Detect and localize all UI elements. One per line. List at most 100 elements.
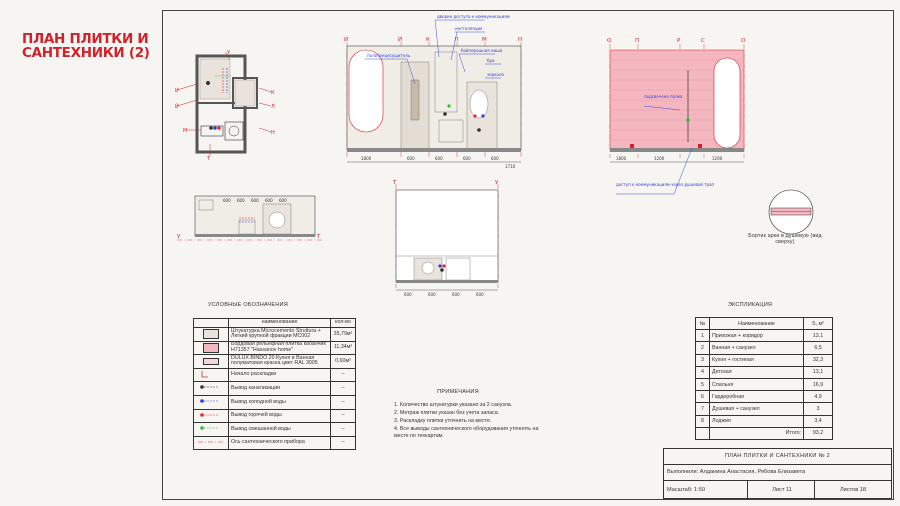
legend-row-qty: – [330,394,356,410]
legend-row-name: DULUX BINDO 20 Кухня и Ванная полуматова… [228,354,331,369]
dim-text: 1200 [712,156,723,161]
paint-swatch [203,357,219,365]
legend-row-qty: 35,79м² [330,327,356,342]
hot-water-icon [200,412,218,417]
axis-letter: О [741,38,746,44]
callout-text: подсвечена полка [644,94,683,99]
axis-letter: Т [392,180,397,186]
callout-text: бра [487,58,495,63]
legend-row-name: Вывод холодной воды [228,394,331,410]
plan-mark: Т [206,156,211,162]
elevation-4: Т У 600 600 600 600 [392,180,499,297]
callout-text: дверки доступа к коммуникациям [437,14,510,19]
axis-letter: У [495,180,499,186]
notes-title: ПРИМЕЧАНИЯ [437,389,479,395]
legend-row-name: Бордовая рельефная плитка кабанчик Н7135… [228,340,331,356]
dim-text: 600 [279,198,287,203]
callout-text: зеркало [487,72,505,77]
legend-title: УСЛОВНЫЕ ОБОЗНАЧЕНИЯ [207,302,289,308]
dim-text: 600 [452,292,460,297]
axis-letter: И [344,37,348,43]
legend-row: Вывод холодной воды – [193,394,356,410]
stucco-swatch [203,329,219,340]
dim-text: 1710 [505,164,516,169]
mixed-water-icon [200,426,218,431]
plan-mark: М [183,128,187,134]
explication-title: ЭКСПЛИКАЦИЯ [727,302,773,308]
dim-text: 600 [237,198,245,203]
plan-mark: Й [175,103,179,110]
dim-text: 600 [428,292,436,297]
dim-text: 600 [265,198,273,203]
arch-border-detail [768,189,814,235]
axis-letter: К [426,37,430,43]
legend-row: Вывод горячей воды – [193,408,356,424]
plan-mark: Л [271,104,275,110]
sewer-outlet-icon [200,385,218,390]
legend-row-name: Вывод канализации [228,381,331,396]
callout-text: инсталляция [455,26,483,31]
axis-letter: Л [454,37,458,43]
plan-mark: К [271,90,275,96]
layout-start-icon [201,370,208,378]
legend-row: Бордовая рельефная плитка кабанчик Н7135… [193,340,356,356]
stamp-authors: Выполнили: Алданина Анастасия, Рябова Ел… [664,464,891,481]
axis-letter: О [607,38,612,44]
legend-row: Ось сантехнического прибора – [193,435,356,451]
axis-letter: С [701,38,705,44]
axis-letter: Й [398,36,402,43]
elevation-1: И Й К Л М Н дверки доступа к коммуникаци… [344,14,522,169]
note-item: 1. Количество штукатурки указано за 2 са… [394,402,513,408]
tile-swatch [203,342,219,353]
elevation-2: О П Р С О 1800 1200 1200 подсвечена полк… [607,38,746,195]
legend-col-name: наименование [228,318,331,328]
dim-text: 600 [491,156,499,161]
legend-row: Вывод канализации – [193,381,356,396]
dim-text: 600 [407,156,415,161]
dim-text: 1800 [616,156,627,161]
bathroom-plan: И Й К Л М Н Т У [175,50,275,162]
dim-text: 600 [404,292,412,297]
stamp-sheet: Лист 11 [750,481,815,500]
dim-text: 600 [251,198,259,203]
note-item: 2. Метраж плитки указан без учета запаса… [394,409,500,416]
legend-row-qty: – [330,381,356,396]
title-block: ПЛАН ПЛИТКИ И САНТЕХНИКИ № 2 Выполнили: … [663,448,892,500]
note-item: 3. Раскладку плитки уточнить на месте. [394,417,492,424]
detail-caption: Бортик арки в душевую (вид сверху) [748,233,822,245]
axis-letter: Н [518,37,522,43]
legend-row-qty: 0,60м² [330,354,356,369]
legend-col-qty: кол-во [330,318,356,328]
legend-row-name: Ось сантехнического прибора [228,435,331,451]
plan-mark: У [227,50,230,56]
dim-text: 600 [435,156,443,161]
dim-text: 1200 [654,156,665,161]
axis-letter: Т [316,234,321,240]
cold-water-icon [200,399,218,403]
explication-total-row: Итого:93,2 [695,426,833,440]
callout-text: бойлерошная ниша [461,48,503,53]
dim-text: 600 [476,292,484,297]
dim-text: 600 [223,198,231,203]
fixture-axis-icon [198,441,224,443]
stamp-title: ПЛАН ПЛИТКИ И САНТЕХНИКИ № 2 [664,449,891,465]
note-item: 4. Все выводы сантехнического оборудован… [394,426,539,439]
page-title: ПЛАН ПЛИТКИ И САНТЕХНИКИ (2) [22,31,150,61]
legend-row-name: Штукатурка Microcemento Struttura + Легк… [228,327,331,342]
notes-list: 1. Количество штукатурки указано за 2 са… [394,402,554,439]
callout-text: полотенцесушитель [367,53,411,58]
axis-letter: Р [677,38,681,44]
legend-row-qty: – [330,422,356,437]
dim-text: 1800 [361,156,372,161]
legend-row: Начало раскладки – [193,367,356,383]
axis-letter: П [635,38,639,44]
plan-mark: Н [271,130,275,136]
